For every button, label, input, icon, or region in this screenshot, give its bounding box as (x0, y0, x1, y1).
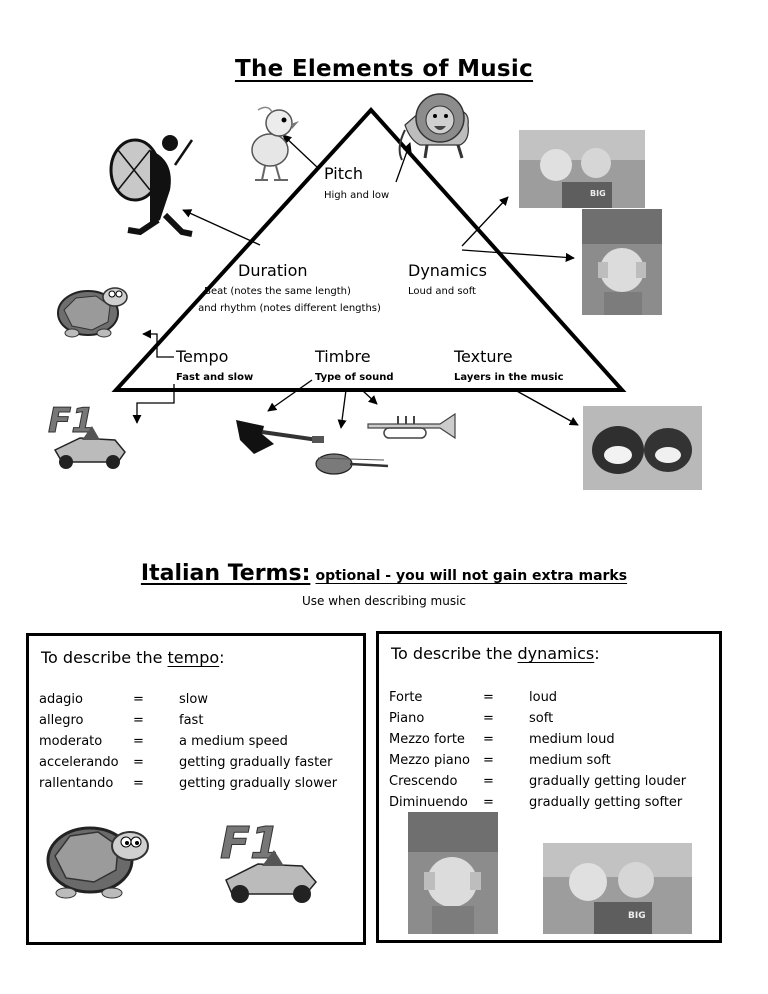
arrow-texture-cakes (514, 389, 579, 426)
dynamics-term-meaning: medium loud (529, 732, 615, 747)
italian-terms-note: optional - you will not gain extra marks (315, 568, 628, 584)
dynamics-term-meaning: gradually getting louder (529, 774, 687, 789)
whispering-girls-photo: BIG (519, 130, 645, 208)
trumpet-icon (367, 412, 456, 440)
arrow-pitch-lion (395, 142, 412, 183)
tempo-term-eq: = (133, 734, 144, 749)
dynamics-term-eq: = (483, 732, 494, 747)
arrow-timbre-violin (337, 389, 347, 429)
dynamics-term-term: Diminuendo (389, 795, 468, 810)
page-title: The Elements of Music (234, 56, 534, 82)
duration-desc-line1: Beat (notes the same length) (204, 286, 351, 297)
arrow-timbre-guitar (267, 379, 313, 412)
race-car-icon: F1 (48, 401, 126, 469)
arrow-duration-drummer (182, 209, 261, 246)
pitch-label: Pitch (324, 164, 363, 183)
svg-text:BIG: BIG (590, 189, 606, 198)
timbre-label: Timbre (315, 347, 371, 366)
dynamics-term-term: Mezzo piano (389, 753, 470, 768)
dynamics-label: Dynamics (408, 261, 487, 280)
arrow-tempo-tortoise (142, 329, 174, 358)
tortoise-icon (46, 826, 149, 899)
whispering-girls-photo: BIG (543, 843, 692, 934)
italian-terms-heading: Italian Terms: optional - you will not g… (0, 561, 768, 586)
drummer-icon (109, 135, 194, 237)
dynamics-term-eq: = (483, 774, 494, 789)
dynamics-box-title: To describe the dynamics: (391, 644, 600, 663)
tempo-box-title-keyword: tempo (167, 648, 220, 667)
tempo-label: Tempo (176, 347, 229, 366)
tempo-term-meaning: getting gradually faster (179, 755, 333, 770)
tempo-term-eq: = (133, 755, 144, 770)
tempo-term-meaning: slow (179, 692, 208, 707)
tempo-term-meaning: getting gradually slower (179, 776, 338, 791)
dynamics-box-title-keyword: dynamics (517, 644, 595, 663)
violin-icon (315, 453, 389, 475)
timbre-desc: Type of sound (315, 372, 394, 383)
dynamics-desc: Loud and soft (408, 286, 476, 297)
lion-icon (398, 93, 469, 161)
tortoise-icon (57, 287, 128, 338)
duration-desc-line2: and rhythm (notes different lengths) (198, 303, 381, 314)
svg-text:BIG: BIG (628, 911, 646, 921)
tempo-term-term: allegro (39, 713, 84, 728)
duration-label: Duration (238, 261, 308, 280)
covered-ears-photo (582, 209, 662, 315)
arrow-dynamics-whisper (461, 196, 509, 247)
dynamics-term-meaning: soft (529, 711, 554, 726)
tempo-term-term: adagio (39, 692, 84, 707)
dynamics-term-term: Forte (389, 690, 423, 705)
texture-label: Texture (454, 347, 513, 366)
dynamics-term-term: Mezzo forte (389, 732, 465, 747)
dynamics-term-term: Crescendo (389, 774, 458, 789)
dynamics-term-meaning: loud (529, 690, 558, 705)
electric-guitar-icon (236, 420, 324, 454)
italian-terms-title: Italian Terms: (140, 561, 311, 586)
race-car-icon: F1 (220, 818, 317, 903)
use-when-note: Use when describing music (301, 594, 467, 608)
arrow-pitch-chick (282, 134, 319, 169)
texture-desc: Layers in the music (454, 372, 564, 383)
arrow-tempo-car (132, 384, 175, 424)
layered-cakes-photo (583, 406, 702, 490)
tempo-box-title: To describe the tempo: (41, 648, 225, 667)
pitch-desc: High and low (324, 190, 390, 201)
dynamics-term-eq: = (483, 753, 494, 768)
tempo-term-meaning: a medium speed (179, 734, 288, 749)
dynamics-term-eq: = (483, 795, 494, 810)
tempo-desc: Fast and slow (176, 372, 254, 383)
tempo-term-eq: = (133, 692, 144, 707)
dynamics-term-meaning: gradually getting softer (529, 795, 683, 810)
arrow-timbre-trumpet (361, 389, 378, 405)
chick-icon (251, 106, 299, 181)
covered-ears-photo (408, 812, 498, 934)
tempo-term-term: rallentando (39, 776, 114, 791)
tempo-term-meaning: fast (179, 713, 204, 728)
tempo-term-term: accelerando (39, 755, 119, 770)
dynamics-term-term: Piano (389, 711, 425, 726)
dynamics-term-eq: = (483, 690, 494, 705)
elements-triangle (111, 107, 627, 392)
dynamics-term-eq: = (483, 711, 494, 726)
arrow-dynamics-ears (461, 249, 575, 262)
tempo-term-term: moderato (39, 734, 103, 749)
tempo-term-eq: = (133, 713, 144, 728)
tempo-terms-box: To describe the tempo: adagio = slow allegr… (26, 633, 366, 945)
dynamics-term-meaning: medium soft (529, 753, 611, 768)
tempo-term-eq: = (133, 776, 144, 791)
